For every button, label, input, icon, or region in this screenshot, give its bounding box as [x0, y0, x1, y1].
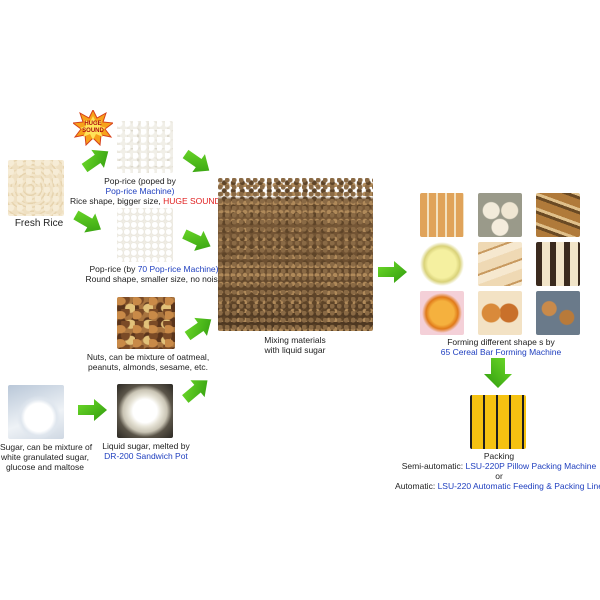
arrow-forming-to-packing	[484, 358, 512, 388]
nuts-photo	[117, 297, 175, 349]
arrow-mix-to-forming	[378, 261, 407, 283]
packing-caption: Packing Semi-automatic: LSU-220P Pillow …	[390, 451, 600, 491]
mixing-line2: with liquid sugar	[264, 345, 326, 355]
huge-badge-line2: SOUND	[82, 128, 104, 134]
pop-rice-line3: Rice shape, bigger size, HUGE SOUND	[70, 196, 221, 206]
liquid-sugar-photo	[117, 384, 173, 438]
pop-rice-small-photo	[117, 208, 173, 262]
pop-rice-line3-text: Rice shape, bigger size,	[70, 196, 164, 206]
sugar-caption: Sugar, can be mixture of white granulate…	[0, 442, 93, 472]
sugar-line1: Sugar, can be mixture of	[0, 442, 93, 452]
arrow-sugar-to-liquid-sugar	[78, 399, 107, 421]
huge-sound-badge: HUGE SOUND	[71, 108, 115, 147]
cereal-bar-forming-machine-link[interactable]: 65 Cereal Bar Forming Machine	[440, 347, 562, 357]
arrow-badge-to-poprice	[81, 149, 109, 173]
packing-title: Packing	[483, 451, 515, 461]
pop-rice-machine-caption: Pop-rice (poped by Pop-rice Machine) Ric…	[70, 176, 221, 206]
mixing-caption: Mixing materials with liquid sugar	[250, 335, 340, 355]
pop-rice-70-line2: Round shape, smaller size, no noise	[85, 274, 223, 284]
sugar-line2: white granulated sugar,	[1, 452, 89, 462]
arrow-liquid-sugar-to-mix	[182, 380, 208, 403]
cereal-bar-tile	[420, 242, 464, 286]
sugar-photo	[8, 385, 64, 439]
pop-rice-machine-link[interactable]: Pop-rice Machine)	[105, 186, 175, 196]
cereal-bar-tile	[478, 193, 522, 237]
huge-badge-line1: HUGE	[84, 121, 102, 127]
liquid-sugar-line1: Liquid sugar, melted by	[102, 441, 190, 451]
liquid-sugar-caption: Liquid sugar, melted by DR-200 Sandwich …	[96, 441, 196, 461]
cereal-bar-tile	[478, 291, 522, 335]
forming-caption: Forming different shape s by 65 Cereal B…	[420, 337, 582, 357]
cereal-bar-tile	[478, 242, 522, 286]
mixing-photo	[218, 178, 373, 331]
pop-rice-70-machine-link[interactable]: 70 Pop-rice Machine)	[137, 264, 219, 274]
mixing-line1: Mixing materials	[264, 335, 326, 345]
arrow-poprice-big-to-mix	[182, 149, 210, 173]
huge-sound-text: HUGE SOUND	[163, 196, 221, 206]
pop-rice-big-photo	[117, 121, 173, 173]
cereal-bar-tile	[420, 291, 464, 335]
nuts-line2: peanuts, almonds, sesame, etc.	[87, 362, 208, 372]
packing-auto-prefix: Automatic:	[395, 481, 438, 491]
cereal-bar-tile	[536, 291, 580, 335]
arrow-rice-to-poprice-small	[73, 210, 101, 233]
packing-photo	[470, 395, 526, 449]
pop-rice-70-line1: Pop-rice (by 70 Pop-rice Machine)	[80, 264, 228, 274]
pop-rice-70-prefix: Pop-rice (by	[89, 264, 138, 274]
packing-or: or	[495, 471, 503, 481]
cereal-bar-tile	[420, 193, 464, 237]
sandwich-pot-link[interactable]: DR-200 Sandwich Pot	[104, 451, 188, 461]
pop-rice-line1: Pop-rice (poped by	[104, 176, 176, 186]
fresh-rice-photo	[8, 160, 64, 216]
fresh-rice-label: Fresh Rice	[14, 218, 64, 229]
cereal-bar-tile	[536, 242, 580, 286]
cereal-bar-tile	[536, 193, 580, 237]
packing-semi-line: Semi-automatic: LSU-220P Pillow Packing …	[390, 461, 600, 471]
sugar-line3: glucose and maltose	[6, 462, 84, 472]
nuts-caption: Nuts, can be mixture of oatmeal, peanuts…	[83, 352, 213, 372]
forming-line1: Forming different shape s by	[447, 337, 555, 347]
packing-semi-prefix: Semi-automatic:	[401, 461, 466, 471]
pop-rice-70-caption: Pop-rice (by 70 Pop-rice Machine) Round …	[80, 264, 228, 284]
arrow-poprice-small-to-mix	[182, 229, 211, 251]
automatic-packing-line-link[interactable]: LSU-220 Automatic Feeding & Packing Line	[437, 481, 600, 491]
arrow-nuts-to-mix	[184, 317, 212, 341]
nuts-line1: Nuts, can be mixture of oatmeal,	[86, 352, 210, 362]
pillow-packing-machine-link[interactable]: LSU-220P Pillow Packing Machine	[465, 461, 597, 471]
burst-icon	[71, 108, 115, 147]
packing-auto-line: Automatic: LSU-220 Automatic Feeding & P…	[390, 481, 600, 491]
forming-grid	[420, 193, 582, 335]
